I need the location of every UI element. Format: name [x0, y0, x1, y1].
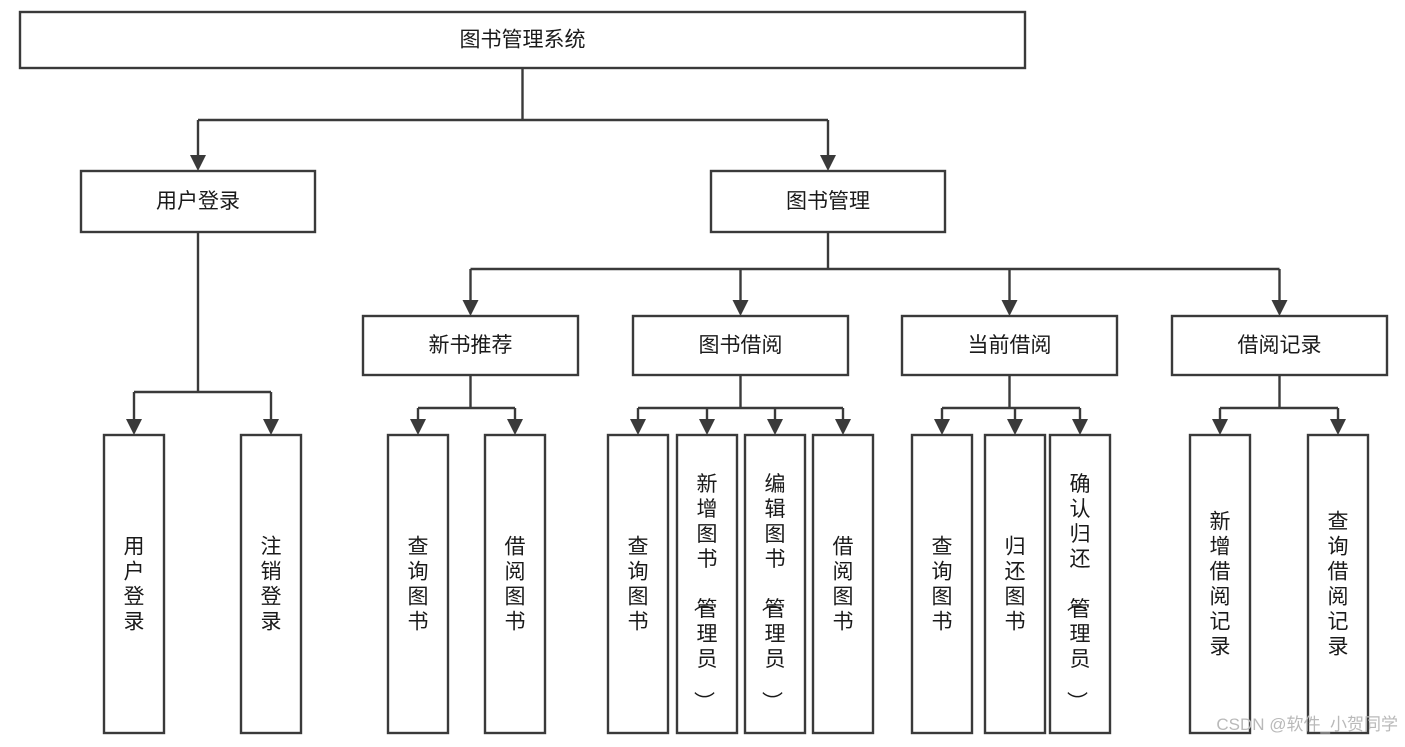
- node-label-leaf-return-book: 归还图书: [1005, 536, 1026, 634]
- node-layer: 图书管理系统用户登录图书管理新书推荐图书借阅当前借阅借阅记录用户登录注销登录查询…: [18, 10, 1389, 735]
- arrow-head-icon: [732, 300, 749, 316]
- arrow-head-icon: [410, 419, 426, 435]
- node-current-borrow[interactable]: 当前借阅: [900, 314, 1119, 377]
- node-label-borrow-record: 借阅记录: [1238, 334, 1322, 357]
- node-box-leaf-borrow-book: [811, 433, 875, 735]
- node-box-leaf-query-borrow-record: [1306, 433, 1370, 735]
- node-label-current-borrow: 当前借阅: [968, 334, 1052, 357]
- node-label-leaf-query-book-borrow: 查询图书: [628, 536, 649, 634]
- node-box-leaf-edit-book-admin: [743, 433, 807, 735]
- arrow-head-icon: [767, 419, 783, 435]
- arrow-head-icon: [1007, 419, 1023, 435]
- node-label-leaf-user-login: 用户登录: [124, 536, 145, 634]
- node-leaf-query-book-recommend[interactable]: 查询图书: [386, 433, 450, 735]
- arrow-head-icon: [934, 419, 950, 435]
- node-label-user-login: 用户登录: [156, 190, 240, 213]
- node-book-management[interactable]: 图书管理: [709, 169, 947, 234]
- arrow-head-icon: [1330, 419, 1346, 435]
- arrow-head-icon: [820, 155, 836, 171]
- node-leaf-borrow-book[interactable]: 借阅图书: [811, 433, 875, 735]
- node-leaf-query-book-borrow[interactable]: 查询图书: [606, 433, 670, 735]
- node-leaf-confirm-return-admin[interactable]: 确认归还（管理员）: [1048, 433, 1112, 735]
- node-box-leaf-query-book-borrow: [606, 433, 670, 735]
- node-label-leaf-add-borrow-record: 新增借阅记录: [1210, 511, 1231, 659]
- arrow-head-icon: [263, 419, 279, 435]
- node-box-user-login: [79, 169, 317, 234]
- arrow-head-icon: [835, 419, 851, 435]
- csdn-watermark: CSDN @软件_小贺同学: [1216, 715, 1398, 734]
- node-borrow-record[interactable]: 借阅记录: [1170, 314, 1389, 377]
- node-label-leaf-logout-login: 注销登录: [261, 536, 282, 634]
- node-box-current-borrow: [900, 314, 1119, 377]
- node-box-borrow-record: [1170, 314, 1389, 377]
- node-box-book-management: [709, 169, 947, 234]
- node-label-leaf-edit-book-admin: 编辑图书（管理员）: [760, 473, 786, 712]
- node-root[interactable]: 图书管理系统: [18, 10, 1027, 70]
- node-label-book-borrow: 图书借阅: [699, 334, 783, 357]
- node-box-leaf-logout-login: [239, 433, 303, 735]
- arrow-head-icon: [699, 419, 715, 435]
- node-box-leaf-query-book-current: [910, 433, 974, 735]
- node-label-leaf-query-book-current: 查询图书: [932, 536, 953, 634]
- node-box-leaf-add-book-admin: [675, 433, 739, 735]
- node-label-root: 图书管理系统: [460, 29, 586, 52]
- node-leaf-borrow-book-recommend[interactable]: 借阅图书: [483, 433, 547, 735]
- node-box-leaf-add-borrow-record: [1188, 433, 1252, 735]
- node-label-leaf-query-borrow-record: 查询借阅记录: [1328, 511, 1349, 659]
- node-label-leaf-borrow-book-recommend: 借阅图书: [505, 536, 526, 634]
- arrow-head-icon: [507, 419, 523, 435]
- node-leaf-query-borrow-record[interactable]: 查询借阅记录: [1306, 433, 1370, 735]
- node-box-root: [18, 10, 1027, 70]
- node-label-book-management: 图书管理: [786, 190, 870, 213]
- node-box-leaf-query-book-recommend: [386, 433, 450, 735]
- node-leaf-query-book-current[interactable]: 查询图书: [910, 433, 974, 735]
- node-label-leaf-query-book-recommend: 查询图书: [408, 536, 429, 634]
- arrow-head-icon: [462, 300, 479, 316]
- node-box-leaf-confirm-return-admin: [1048, 433, 1112, 735]
- node-leaf-edit-book-admin[interactable]: 编辑图书（管理员）: [743, 433, 807, 735]
- node-box-new-book-recommend: [361, 314, 580, 377]
- node-box-book-borrow: [631, 314, 850, 377]
- node-box-leaf-user-login: [102, 433, 166, 735]
- arrow-head-icon: [190, 155, 206, 171]
- arrow-head-icon: [1271, 300, 1288, 316]
- arrow-head-icon: [630, 419, 646, 435]
- node-leaf-add-book-admin[interactable]: 新增图书（管理员）: [675, 433, 739, 735]
- connector-layer: [126, 68, 1346, 435]
- node-leaf-return-book[interactable]: 归还图书: [983, 433, 1047, 735]
- arrow-head-icon: [1212, 419, 1228, 435]
- node-leaf-logout-login[interactable]: 注销登录: [239, 433, 303, 735]
- arrow-head-icon: [126, 419, 142, 435]
- node-box-leaf-borrow-book-recommend: [483, 433, 547, 735]
- node-label-leaf-add-book-admin: 新增图书（管理员）: [692, 473, 718, 712]
- arrow-head-icon: [1001, 300, 1018, 316]
- node-leaf-add-borrow-record[interactable]: 新增借阅记录: [1188, 433, 1252, 735]
- node-user-login[interactable]: 用户登录: [79, 169, 317, 234]
- node-box-leaf-return-book: [983, 433, 1047, 735]
- node-book-borrow[interactable]: 图书借阅: [631, 314, 850, 377]
- node-label-leaf-borrow-book: 借阅图书: [833, 536, 854, 634]
- arrow-head-icon: [1072, 419, 1088, 435]
- node-label-new-book-recommend: 新书推荐: [429, 334, 513, 357]
- node-label-leaf-confirm-return-admin: 确认归还（管理员）: [1065, 473, 1091, 712]
- node-new-book-recommend[interactable]: 新书推荐: [361, 314, 580, 377]
- node-leaf-user-login[interactable]: 用户登录: [102, 433, 166, 735]
